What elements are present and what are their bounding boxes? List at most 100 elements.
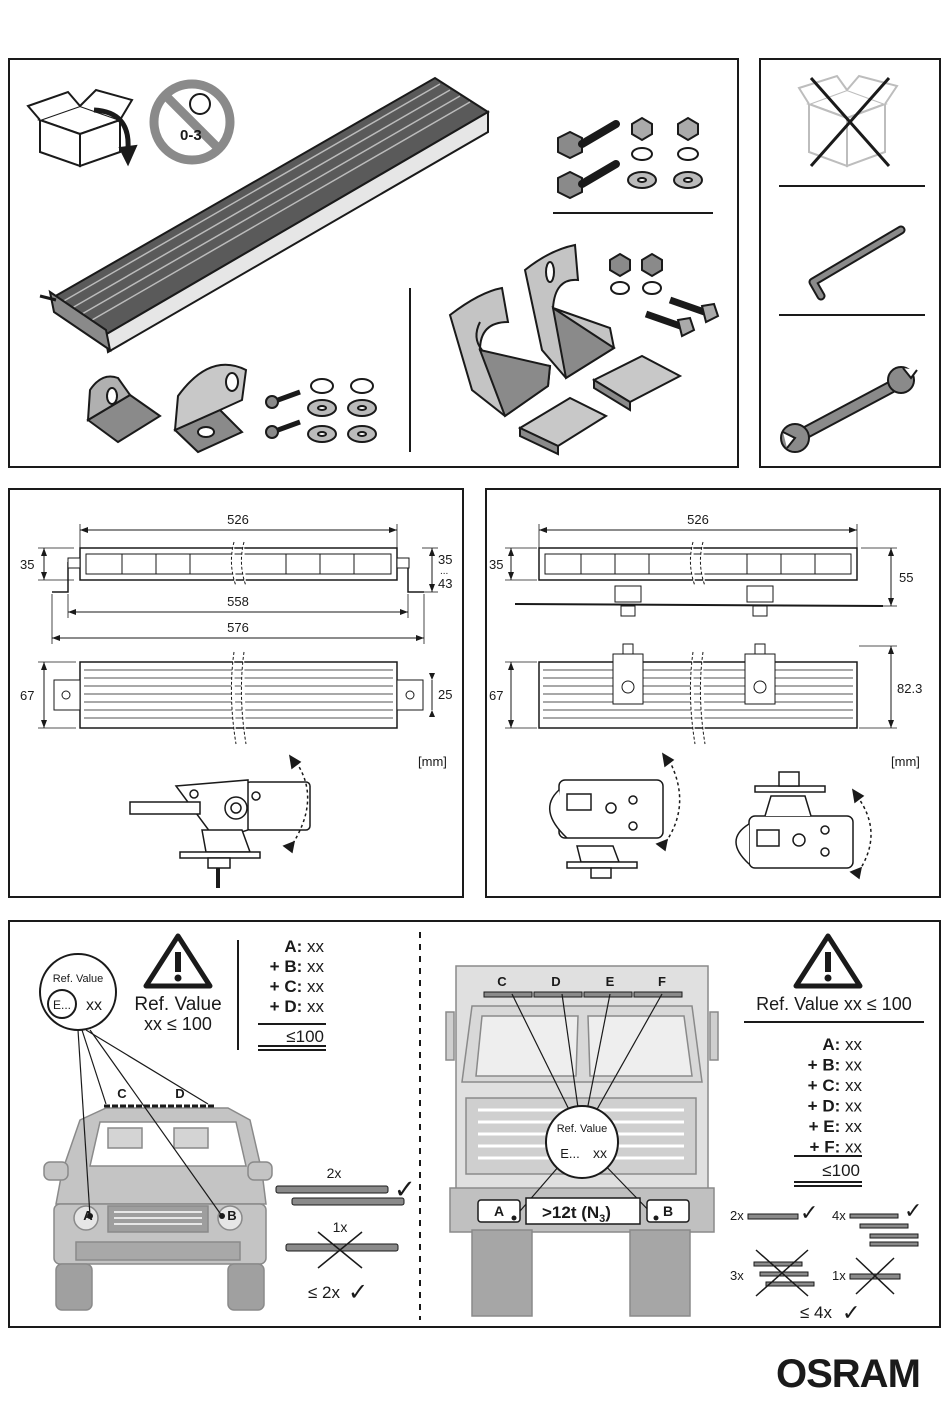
count-bad-left: 1x: [333, 1219, 348, 1235]
lightbar-stack-bad-icon: [753, 1249, 815, 1297]
sum-item: + D: xx: [808, 1097, 863, 1116]
lightbar-stack-ok-icon: [849, 1213, 919, 1247]
sum-item: A: xx: [284, 937, 324, 956]
dim-height-35-right: 35: [438, 552, 452, 567]
ref-bubble-title: Ref. Value: [53, 973, 104, 985]
brand-logo: OSRAM: [776, 1352, 921, 1396]
ref-bubble-value: xx: [86, 997, 102, 1014]
reference-value-panel: Ref. Value E... xx Ref. Value xx ≤ 100 A…: [8, 920, 941, 1328]
plate-label-b: B: [663, 1203, 673, 1219]
ref-bubble-code: E...: [560, 1146, 580, 1161]
unit-label: [mm]: [891, 754, 920, 769]
ref-bubble-right: Ref. Value E... xx: [545, 1105, 619, 1179]
lamp-label-d: D: [175, 1086, 184, 1101]
license-plate: A B >12t (N3): [477, 1197, 690, 1225]
count-bad-right-b: 1x: [832, 1268, 846, 1283]
light-bar-image: [39, 76, 490, 354]
sum-list-left: A: xx+ B: xx+ C: xx+ D: xx: [270, 937, 325, 1016]
dimensions-panel-clamp: 526 35 55: [485, 488, 941, 898]
dim-height-55: 55: [899, 570, 913, 585]
ref-bubble-value: xx: [593, 1145, 607, 1161]
bolt-nut-set-image: [557, 116, 703, 200]
ref-line-right: Ref. Value xx ≤ 100: [756, 994, 912, 1014]
front-view-drawing: [52, 541, 424, 593]
top-label-c: C: [497, 974, 507, 989]
tools-panel: [759, 58, 941, 468]
no-box-icon: [797, 74, 899, 168]
sum-item: + F: xx: [810, 1138, 863, 1157]
unit-label: [mm]: [418, 754, 447, 769]
warning-triangle-icon: [793, 933, 863, 989]
dim-depth-82: 82.3: [897, 681, 922, 696]
check-icon: ✓: [348, 1279, 368, 1306]
dim-width-558: 558: [227, 594, 249, 609]
pointer-lines-left: [77, 1029, 223, 1217]
sum-item: A: xx: [822, 1035, 862, 1054]
weight-class: >12t (N3): [542, 1203, 611, 1225]
child-warning-icon: 0-3: [149, 79, 235, 165]
sum-list-right: A: xx + B: xx+ C: xx + D: xx+ E: xx + F: xx: [808, 1035, 863, 1157]
dim-width-526: 526: [227, 512, 249, 527]
hex-key-icon: [808, 225, 906, 301]
lamp-label-a: A: [83, 1208, 93, 1223]
ref-bubble-left: Ref. Value E... xx: [39, 953, 117, 1031]
count-ok-left: 2x: [327, 1165, 342, 1181]
front-view-drawing: [514, 541, 884, 617]
suv-front-illustration: [43, 1104, 273, 1311]
side-view-drawing: [129, 754, 311, 888]
roof-lightbars: [483, 991, 683, 998]
lamp-markers-left: A B C D: [83, 1086, 236, 1223]
warning-triangle-icon: [143, 933, 213, 989]
ref-bubble-title: Ref. Value: [557, 1123, 608, 1135]
check-icon: ✓: [800, 1200, 818, 1225]
sum-total-right: ≤100: [822, 1161, 860, 1180]
dim-depth-25: 25: [438, 687, 452, 702]
lightbar-single-bad-icon: [285, 1231, 399, 1269]
angle-bracket-image: [86, 363, 248, 454]
top-label-f: F: [658, 974, 666, 989]
lamp-label-b: B: [227, 1208, 236, 1223]
check-icon: ✓: [394, 1174, 416, 1204]
sum-item: + C: xx: [808, 1076, 863, 1095]
dim-depth-67: 67: [20, 688, 34, 703]
ref-bubble-code: E...: [53, 998, 71, 1012]
lamp-label-c: C: [117, 1086, 127, 1101]
dim-height-sep: ...: [440, 566, 448, 577]
top-label-d: D: [551, 974, 560, 989]
wrench-icon: [780, 366, 918, 453]
age-label: 0-3: [180, 127, 202, 144]
plate-label-a: A: [494, 1203, 504, 1219]
rule-left: ≤ 2x: [308, 1283, 341, 1302]
lightbar-stack-ok-icon: [275, 1185, 405, 1206]
lightbar-ok-icon: [747, 1213, 799, 1220]
dim-depth-67: 67: [489, 688, 503, 703]
count-bad-right-a: 3x: [730, 1268, 744, 1283]
sum-item: + D: xx: [270, 997, 325, 1016]
side-view-drawing: [549, 752, 872, 880]
contents-panel: 0-3: [8, 58, 739, 468]
sum-item: + E: xx: [809, 1117, 863, 1136]
sum-item: + B: xx: [808, 1056, 863, 1075]
dimensions-panel-bracket: 526 35 35 ... 43 558: [8, 488, 464, 898]
dim-height-35: 35: [489, 557, 503, 572]
check-icon: ✓: [904, 1198, 922, 1223]
dim-height-35: 35: [20, 557, 34, 572]
roof-labels: C D E F: [497, 974, 666, 989]
count-ok-right-a: 2x: [730, 1208, 744, 1223]
ref-limit: xx ≤ 100: [144, 1014, 212, 1034]
ref-label: Ref. Value: [134, 994, 221, 1015]
screw-washer-set-image: [265, 378, 377, 443]
top-view-drawing: [53, 651, 424, 745]
dim-width-576: 576: [227, 620, 249, 635]
sum-total-left: ≤100: [286, 1027, 324, 1046]
count-ok-right-b: 4x: [832, 1208, 846, 1223]
sum-item: + B: xx: [270, 957, 325, 976]
check-icon: ✓: [842, 1300, 860, 1325]
top-view-drawing: [538, 643, 858, 745]
dim-width-526: 526: [687, 512, 709, 527]
lightbar-single-bad-icon: [849, 1257, 901, 1295]
open-box-icon: [26, 88, 138, 168]
rule-right: ≤ 4x: [800, 1303, 833, 1322]
dim-height-43: 43: [438, 576, 452, 591]
top-label-e: E: [606, 974, 615, 989]
